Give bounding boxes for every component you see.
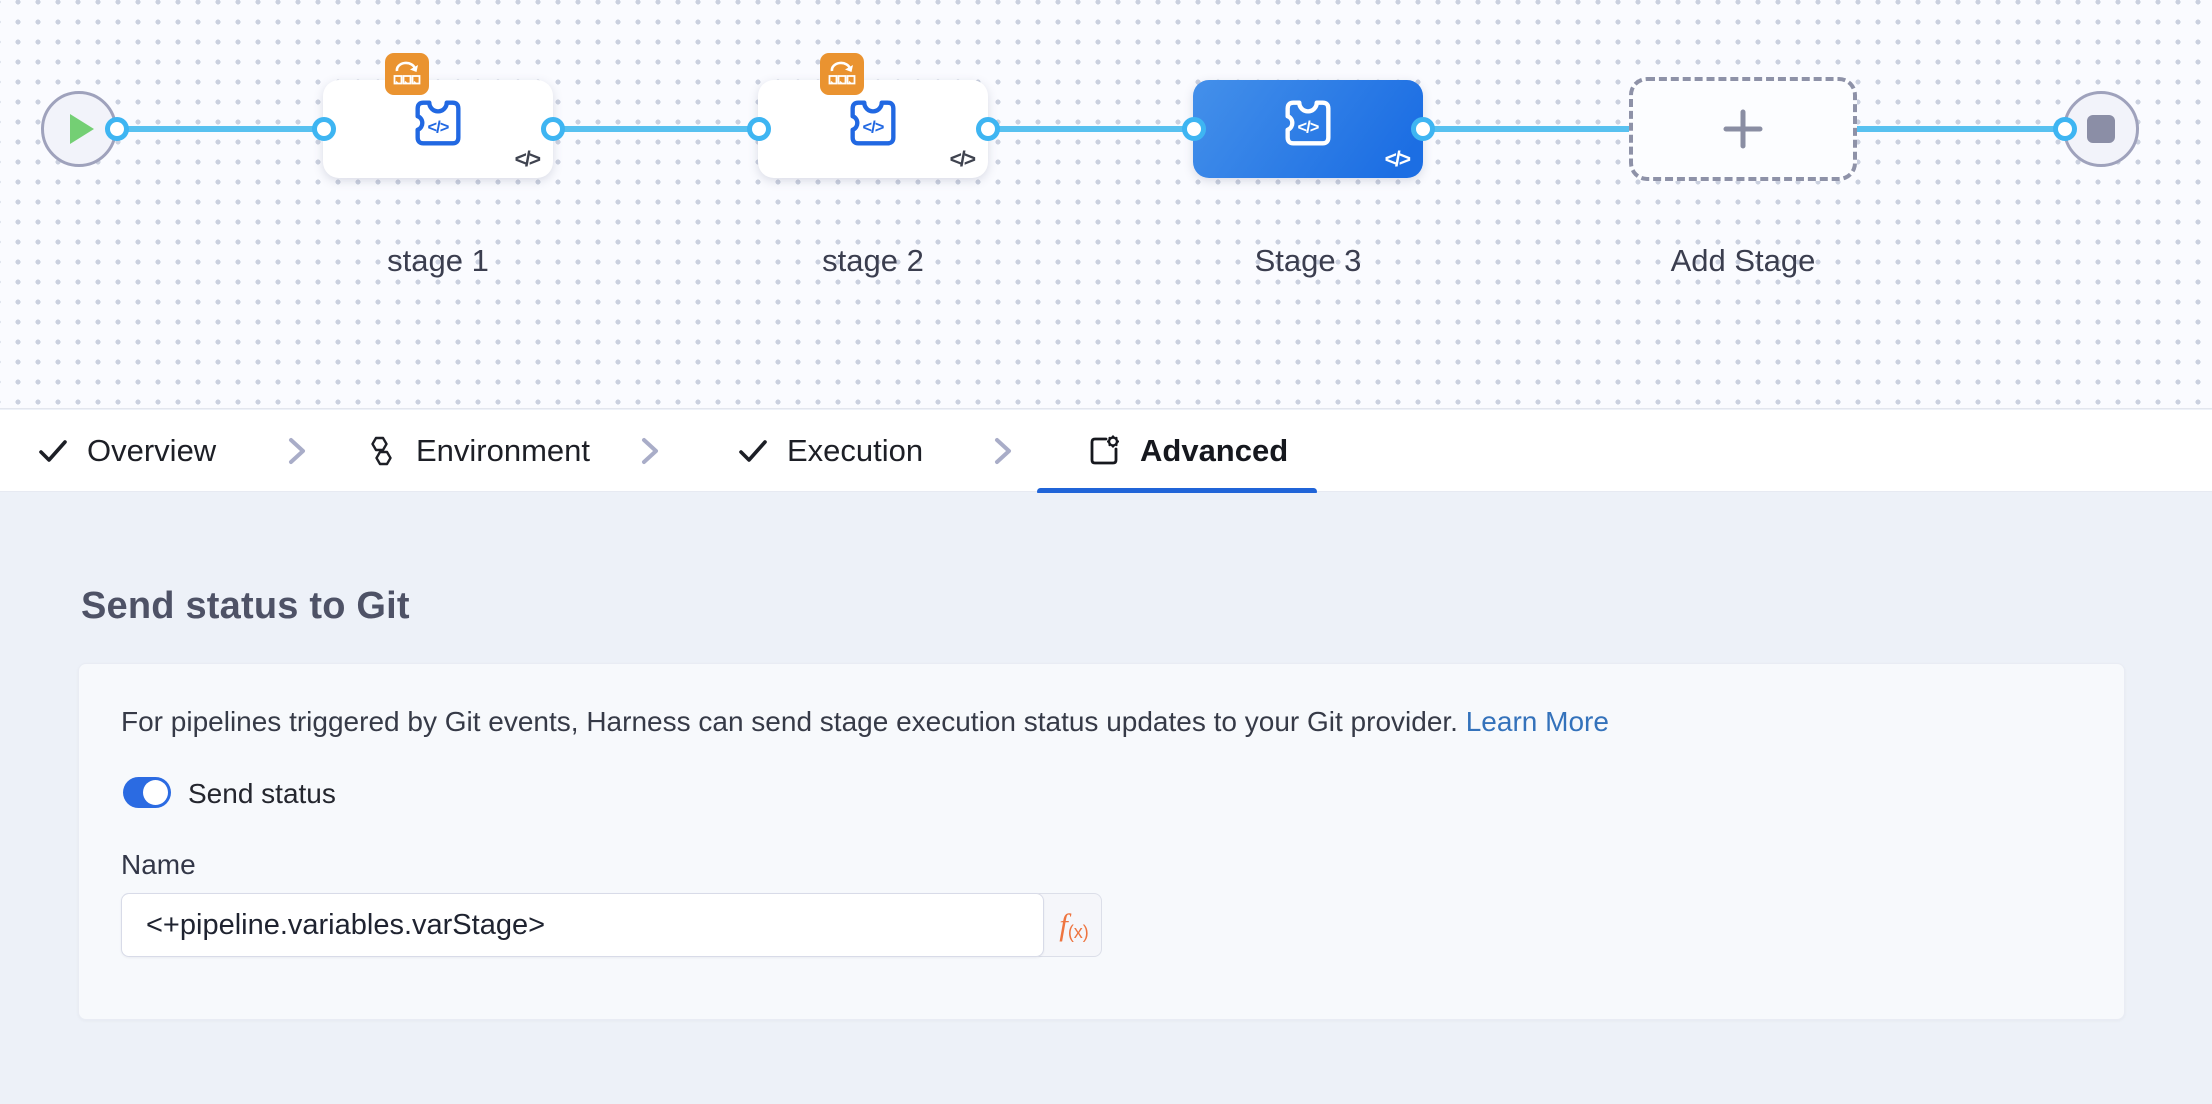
rolling-deploy-badge-icon	[385, 53, 429, 95]
rolling-deploy-badge-icon	[820, 53, 864, 95]
plus-icon	[1723, 109, 1763, 149]
tab-overview[interactable]: Overview	[37, 410, 216, 492]
port-stage2-out	[976, 117, 1000, 141]
send-status-toggle[interactable]	[123, 777, 171, 808]
toggle-knob	[143, 780, 168, 805]
tab-environment[interactable]: Environment	[364, 410, 590, 492]
stage-label[interactable]: Stage 3	[1254, 243, 1362, 278]
name-field-label: Name	[121, 849, 196, 880]
pipeline-connector-line	[112, 126, 2070, 132]
port-stage3-out	[1411, 117, 1435, 141]
stage-label[interactable]: stage 2	[822, 243, 924, 278]
port-stage2-in	[747, 117, 771, 141]
active-tab-underline	[1037, 488, 1317, 495]
panel-title: Send status to Git	[81, 585, 410, 627]
custom-stage-puzzle-icon: </>	[407, 92, 469, 154]
svg-text:</>: </>	[428, 119, 449, 137]
chevron-right-icon	[289, 438, 305, 464]
port-start-out	[105, 117, 129, 141]
tab-label: Advanced	[1140, 433, 1289, 468]
tab-label: Environment	[416, 433, 591, 468]
send-status-card: For pipelines triggered by Git events, H…	[78, 663, 2125, 1020]
advanced-icon	[1090, 435, 1119, 465]
fx-icon: f	[1059, 907, 1068, 942]
check-icon	[39, 440, 67, 462]
check-icon	[739, 440, 767, 462]
svg-text:</>: </>	[863, 119, 884, 137]
port-stage1-out	[541, 117, 565, 141]
tab-execution[interactable]: Execution	[737, 410, 923, 492]
pipeline-end-node	[2063, 91, 2139, 167]
stage-node-stage1[interactable]: </> </>	[323, 53, 553, 178]
stage-node-stage3-selected[interactable]: </> </>	[1193, 80, 1423, 178]
stop-icon	[2087, 115, 2115, 143]
environment-icon	[371, 436, 392, 466]
port-stage3-in	[1182, 117, 1206, 141]
send-status-toggle-label: Send status	[188, 778, 336, 809]
yaml-code-icon[interactable]: </>	[949, 148, 976, 171]
add-stage-button[interactable]	[1629, 77, 1857, 181]
pipeline-start-node	[41, 91, 117, 167]
advanced-tab-content: Send status to Git For pipelines trigger…	[0, 493, 2212, 1104]
name-input[interactable]	[121, 893, 1044, 957]
add-stage-label[interactable]: Add Stage	[1670, 243, 1816, 278]
svg-text:</>: </>	[1298, 119, 1319, 137]
yaml-code-icon[interactable]: </>	[514, 148, 541, 171]
port-end-in	[2053, 117, 2077, 141]
custom-stage-puzzle-icon: </>	[1277, 92, 1339, 154]
chevron-right-icon	[995, 438, 1011, 464]
tab-advanced[interactable]: Advanced	[1086, 410, 1288, 492]
send-status-description: For pipelines triggered by Git events, H…	[121, 706, 1609, 737]
port-stage1-in	[312, 117, 336, 141]
learn-more-link[interactable]: Learn More	[1465, 706, 1609, 737]
stage-label[interactable]: stage 1	[387, 243, 489, 278]
play-icon	[70, 114, 94, 144]
custom-stage-puzzle-icon: </>	[842, 92, 904, 154]
stage-config-tabbar: Overview Environment Execution	[0, 410, 2212, 495]
yaml-code-icon[interactable]: </>	[1384, 148, 1411, 171]
pipeline-canvas[interactable]: </> </> </>	[0, 0, 2212, 409]
stage-node-stage2[interactable]: </> </>	[758, 53, 988, 178]
chevron-right-icon	[642, 438, 658, 464]
tab-label: Overview	[87, 433, 217, 468]
tab-label: Execution	[787, 433, 924, 468]
